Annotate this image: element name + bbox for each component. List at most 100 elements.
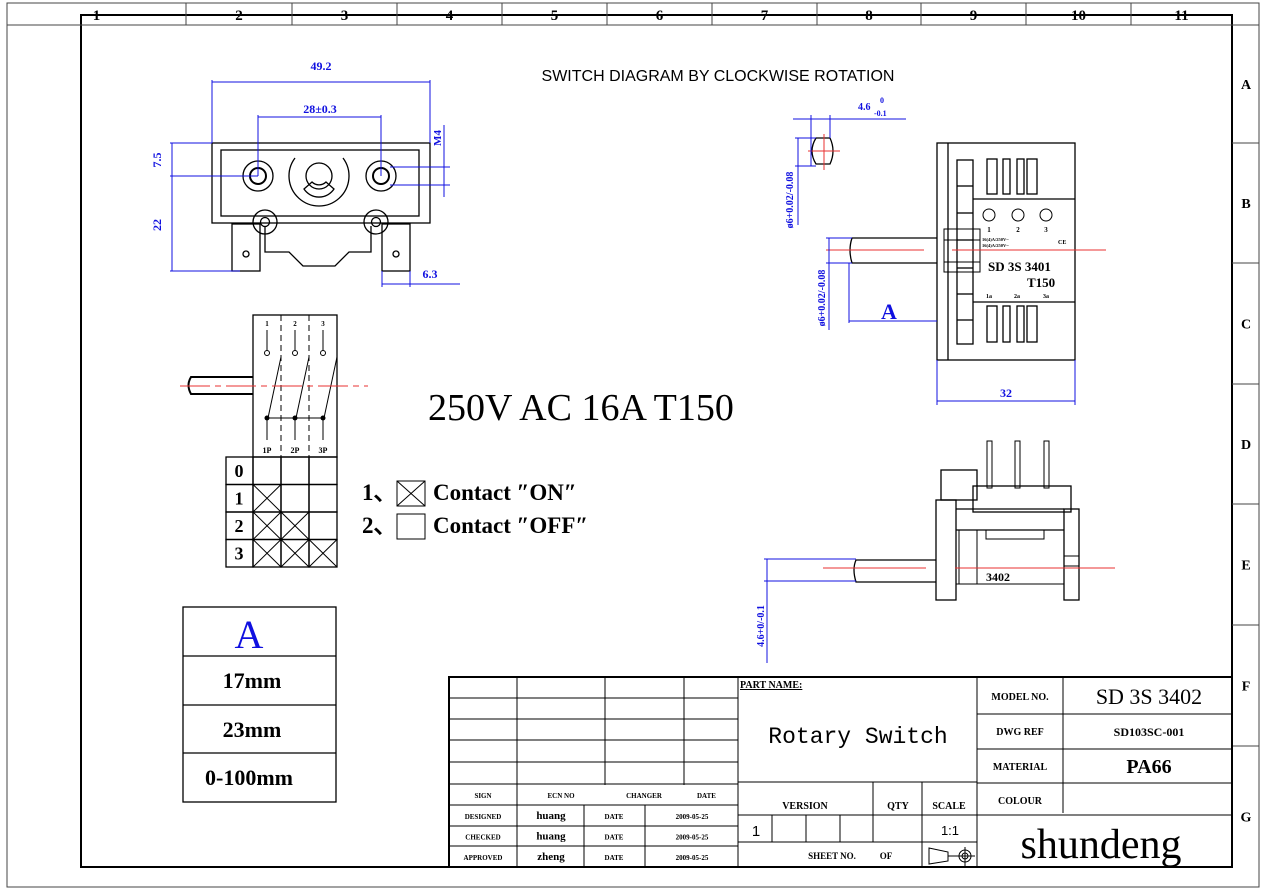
dim-shaft-section: ø6+0.02/-0.08 [785,172,796,229]
projection-symbol-icon [928,847,975,866]
svg-text:16(4)A/250V~: 16(4)A/250V~ [982,243,1009,248]
svg-text:0: 0 [880,96,884,105]
svg-text:-0.1: -0.1 [874,109,887,118]
dim-28: 28±0.3 [303,102,337,116]
dim-A: A [881,299,897,324]
legend-off: Contact ″OFF″ [433,513,588,538]
contact-row: 1 [225,483,338,513]
contact-off-cell [308,511,338,541]
dim-m4: M4 [432,130,444,146]
legend: 1、 Contact ″ON″ 2、 Contact ″OFF″ [362,480,588,540]
contact-row: 2 [225,511,338,541]
svg-text:APPROVED: APPROVED [464,854,503,862]
column-label: 6 [656,8,664,24]
bottom-view-label: 3402 [986,570,1010,584]
rating-text: 250V AC 16A T150 [428,387,734,429]
legend-on: Contact ″ON″ [433,480,577,505]
column-label: 7 [761,8,769,24]
bottom-view: 3402 4.6+0/-0.1 [756,440,1115,663]
svg-text:SHEET NO.: SHEET NO. [808,851,856,861]
contact-on-cell [280,511,310,541]
contact-off-cell [252,456,282,486]
svg-text:1:1: 1:1 [941,823,959,838]
svg-text:DATE: DATE [605,834,624,842]
contact-off-cell [308,456,338,486]
dim-6-3: 6.3 [423,267,438,281]
svg-text:1: 1 [987,226,991,234]
svg-text:COLOUR: COLOUR [998,796,1043,807]
svg-text:1、: 1、 [362,480,397,505]
row-label: F [1242,680,1251,695]
svg-text:SIGN: SIGN [474,792,491,800]
column-label: 2 [235,8,243,24]
row-label: G [1241,811,1252,826]
front-view: 49.2 28±0.3 7.5 22 M4 6.3 [150,59,460,287]
svg-text:T150: T150 [1027,275,1055,290]
svg-text:1: 1 [752,823,760,840]
contact-row: 0 [225,456,338,486]
row-label: D [1241,438,1251,453]
svg-text:QTY: QTY [887,801,909,812]
svg-text:3P: 3P [319,446,328,455]
model-number: SD 3S 3402 [1096,684,1202,709]
svg-text:23mm: 23mm [223,717,282,742]
svg-text:DWG REF: DWG REF [996,727,1044,738]
svg-text:1: 1 [265,320,269,328]
column-label: 10 [1071,8,1086,24]
contact-off-cell [280,483,310,513]
column-label: 8 [865,8,873,24]
column-label: 5 [551,8,559,24]
svg-text:2: 2 [293,320,297,328]
dim-shaft: ø6+0.02/-0.08 [817,270,828,327]
contact-table: 0 1 23 [225,456,338,568]
svg-text:3: 3 [1044,226,1048,234]
position-label: 2 [235,516,244,536]
svg-text:OF: OF [880,851,893,861]
contact-off-cell [280,456,310,486]
part-name: Rotary Switch [768,724,947,750]
diagram-title: SWITCH DIAGRAM BY CLOCKWISE ROTATION [542,68,895,85]
material: PA66 [1126,756,1171,778]
svg-text:ECN NO: ECN NO [547,792,575,800]
svg-text:2: 2 [1016,226,1020,234]
contact-on-cell [252,511,282,541]
svg-text:DATE: DATE [605,813,624,821]
svg-text:DATE: DATE [697,792,716,800]
svg-text:A: A [235,612,264,657]
svg-text:2、: 2、 [362,513,397,538]
position-label: 1 [235,489,244,509]
column-label: 1 [93,8,101,24]
svg-text:DESIGNED: DESIGNED [465,813,502,821]
svg-text:2a: 2a [1014,294,1020,300]
svg-text:SCALE: SCALE [932,801,966,812]
column-label: 9 [970,8,978,24]
side-view: 4.6 0 -0.1 ø6+0.02/-0.08 1 2 3 16(4)A/25… [785,96,1106,405]
svg-text:huang: huang [536,810,566,822]
svg-text:16(4)A/250V~: 16(4)A/250V~ [982,237,1009,242]
svg-text:2P: 2P [291,446,300,455]
svg-text:1a: 1a [986,294,992,300]
contact-row: 3 [225,538,338,568]
outer-frame [6,2,1260,888]
svg-text:2009-05-25: 2009-05-25 [676,834,709,842]
svg-text:PART NAME:: PART NAME: [740,680,802,691]
contact-on-cell [308,538,338,568]
dim-7-5: 7.5 [150,153,164,168]
contact-on-cell [280,538,310,568]
column-label: 4 [446,8,454,24]
column-label: 3 [341,8,349,24]
svg-text:DATE: DATE [605,854,624,862]
svg-text:CHANGER: CHANGER [626,792,663,800]
company-name: shundeng [1021,822,1182,868]
svg-text:huang: huang [536,831,566,843]
svg-text:zheng: zheng [537,851,565,863]
dim-32: 32 [1000,386,1012,400]
row-label: C [1241,318,1251,333]
dim-shaft-bottom: 4.6+0/-0.1 [756,605,767,647]
